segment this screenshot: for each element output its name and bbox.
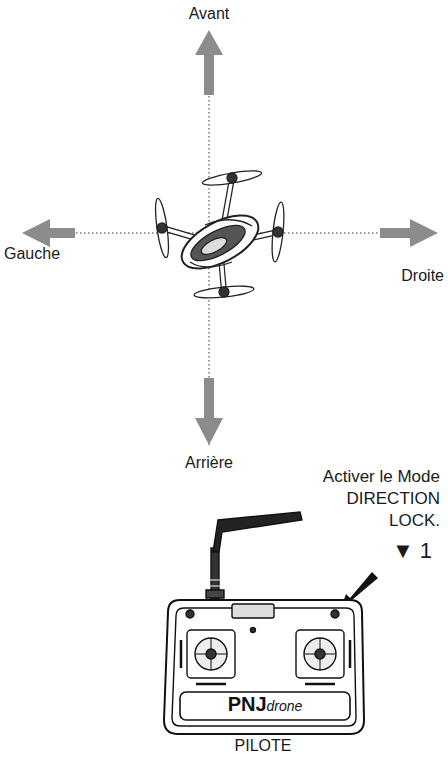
drone-figure [153, 168, 286, 300]
brand-logo: PNJdrone [182, 693, 348, 719]
direction-label: Avant [189, 4, 230, 23]
direction-label: Droite [401, 266, 444, 285]
brand-name: drone [267, 698, 303, 714]
callout-text: Activer le Mode DIRECTION LOCK. [314, 466, 440, 532]
remote-control [164, 512, 364, 734]
brand-name: PNJ [228, 693, 267, 716]
direction-arrows [22, 30, 438, 445]
direction-label: Arrière [183, 453, 235, 472]
callout-number: ▼ 1 [392, 538, 432, 564]
axis-lines [60, 60, 390, 445]
pilot-label: PILOTE [235, 736, 292, 755]
direction-label: Gauche [4, 244, 60, 263]
